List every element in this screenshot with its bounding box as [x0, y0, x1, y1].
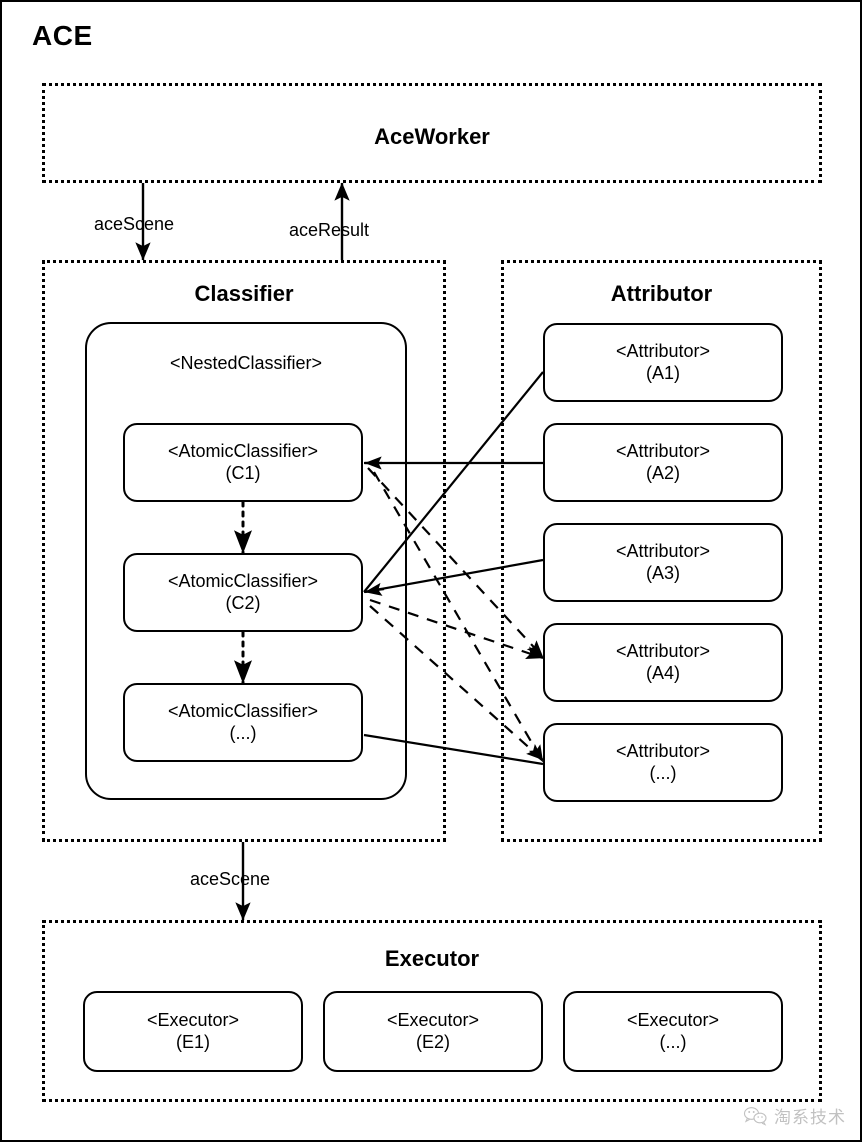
node-type-label: <AtomicClassifier> — [167, 570, 319, 591]
node-type-label: <Executor> — [386, 1009, 480, 1030]
page-title: ACE — [32, 20, 93, 51]
nested-classifier-label: <NestedClassifier> — [169, 353, 323, 373]
group-title-executor: Executor — [384, 946, 480, 971]
node-attributor-a3[interactable]: <Attributor> (A3) — [543, 523, 783, 602]
node-id-label: (A4) — [645, 662, 680, 683]
edge-label-acescene-bottom: aceScene — [190, 869, 271, 889]
node-id-label: (C2) — [225, 592, 261, 613]
edge-label-acescene-top: aceScene — [94, 214, 175, 234]
node-attributor-a2[interactable]: <Attributor> (A2) — [543, 423, 783, 502]
node-id-label: (...) — [649, 762, 677, 783]
node-type-label: <Executor> — [146, 1009, 240, 1030]
node-attributor-a4[interactable]: <Attributor> (A4) — [543, 623, 783, 702]
edge-label-aceresult: aceResult — [289, 220, 370, 240]
node-id-label: (A3) — [645, 562, 680, 583]
group-title-aceworker: AceWorker — [374, 124, 490, 149]
node-type-label: <AtomicClassifier> — [167, 700, 319, 721]
group-title-classifier: Classifier — [194, 281, 294, 306]
node-type-label: <Attributor> — [615, 640, 711, 661]
node-atomic-classifier-more[interactable]: <AtomicClassifier> (...) — [123, 683, 363, 762]
node-type-label: <Attributor> — [615, 440, 711, 461]
node-executor-e2[interactable]: <Executor> (E2) — [323, 991, 543, 1072]
group-title-attributor: Attributor — [610, 281, 713, 306]
node-id-label: (...) — [229, 722, 257, 743]
node-id-label: (...) — [659, 1031, 687, 1052]
node-id-label: (A2) — [645, 462, 680, 483]
node-type-label: <Attributor> — [615, 740, 711, 761]
node-executor-e1[interactable]: <Executor> (E1) — [83, 991, 303, 1072]
node-attributor-more[interactable]: <Attributor> (...) — [543, 723, 783, 802]
group-executor: Executor — [42, 920, 822, 1102]
node-type-label: <Attributor> — [615, 340, 711, 361]
watermark: 淘系技术 — [743, 1103, 846, 1128]
group-aceworker: AceWorker — [42, 83, 822, 183]
wechat-icon — [743, 1106, 767, 1126]
node-id-label: (E2) — [415, 1031, 450, 1052]
node-id-label: (A1) — [645, 362, 680, 383]
node-type-label: <Executor> — [626, 1009, 720, 1030]
watermark-text: 淘系技术 — [774, 1108, 846, 1128]
node-executor-more[interactable]: <Executor> (...) — [563, 991, 783, 1072]
node-type-label: <AtomicClassifier> — [167, 440, 319, 461]
node-atomic-classifier-c2[interactable]: <AtomicClassifier> (C2) — [123, 553, 363, 632]
node-id-label: (E1) — [175, 1031, 210, 1052]
node-type-label: <Attributor> — [615, 540, 711, 561]
node-id-label: (C1) — [225, 462, 261, 483]
node-attributor-a1[interactable]: <Attributor> (A1) — [543, 323, 783, 402]
node-atomic-classifier-c1[interactable]: <AtomicClassifier> (C1) — [123, 423, 363, 502]
